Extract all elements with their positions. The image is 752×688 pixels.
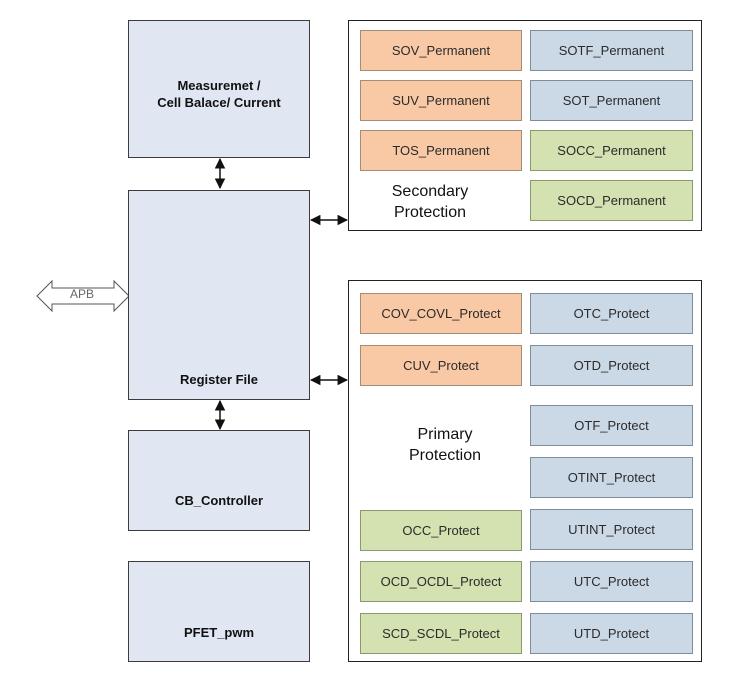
socc-permanent: SOCC_Permanent — [530, 130, 693, 171]
occ-protect: OCC_Protect — [360, 510, 522, 551]
cb-controller-block: CB_Controller — [128, 430, 310, 531]
register-file-label: Register File — [179, 372, 259, 387]
tos-permanent: TOS_Permanent — [360, 130, 522, 171]
pfet-pwm-label: PFET_pwm — [183, 625, 255, 640]
utint-protect: UTINT_Protect — [530, 509, 693, 550]
ocd-ocdl-protect: OCD_OCDL_Protect — [360, 561, 522, 602]
otint-protect: OTINT_Protect — [530, 457, 693, 498]
measurement-block: Measuremet / Cell Balace/ Current — [128, 20, 310, 158]
cov-covl-protect: COV_COVL_Protect — [360, 293, 522, 334]
cuv-protect: CUV_Protect — [360, 345, 522, 386]
secondary-protection-title: Secondary Protection — [391, 183, 469, 221]
primary-protection-title: Primary Protection — [408, 426, 482, 464]
pfet-pwm-block: PFET_pwm — [128, 561, 310, 662]
apb-label: APB — [69, 287, 94, 301]
otf-protect: OTF_Protect — [530, 405, 693, 446]
register-file-block: Register File — [128, 190, 310, 400]
utd-protect: UTD_Protect — [530, 613, 693, 654]
cb-controller-label: CB_Controller — [174, 493, 264, 508]
secondary-protection-group: SOV_Permanent SUV_Permanent TOS_Permanen… — [348, 20, 702, 231]
sotf-permanent: SOTF_Permanent — [530, 30, 693, 71]
utc-protect: UTC_Protect — [530, 561, 693, 602]
scd-scdl-protect: SCD_SCDL_Protect — [360, 613, 522, 654]
primary-protection-group: COV_COVL_Protect CUV_Protect Primary Pro… — [348, 280, 702, 662]
measurement-label: Measuremet / Cell Balace/ Current — [157, 78, 281, 110]
suv-permanent: SUV_Permanent — [360, 80, 522, 121]
otd-protect: OTD_Protect — [530, 345, 693, 386]
sov-permanent: SOV_Permanent — [360, 30, 522, 71]
socd-permanent: SOCD_Permanent — [530, 180, 693, 221]
sot-permanent: SOT_Permanent — [530, 80, 693, 121]
otc-protect: OTC_Protect — [530, 293, 693, 334]
